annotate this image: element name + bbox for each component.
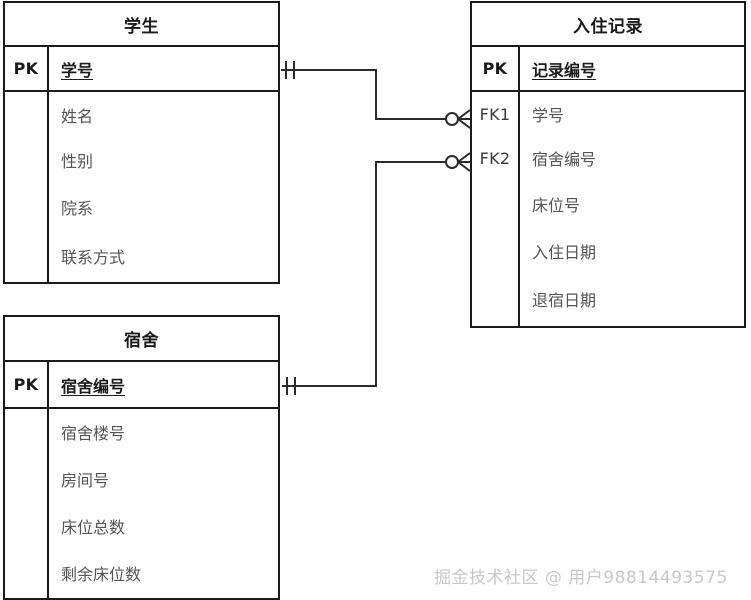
cardinality-zero-or-many-icon bbox=[445, 152, 471, 172]
entity-dormitory-key-divider bbox=[47, 362, 49, 598]
entity-student-attr-section: 姓名 性别 院系 联系方式 bbox=[5, 92, 278, 280]
table-row[interactable]: 床位总数 bbox=[5, 502, 278, 549]
row-key-label: PK bbox=[13, 59, 39, 78]
entity-checkin-record[interactable]: 入住记录 PK 记录编号 FK1 学号 FK2 宿舍编号 bbox=[470, 1, 746, 328]
entity-dormitory-attr-section: 宿舍楼号 房间号 床位总数 剩余床位数 bbox=[5, 409, 278, 596]
row-field-name: 姓名 bbox=[61, 106, 94, 126]
table-row[interactable]: 性别 bbox=[5, 137, 278, 183]
table-row[interactable]: 联系方式 bbox=[5, 231, 278, 280]
row-field-name: 房间号 bbox=[61, 470, 110, 490]
entity-dormitory-title: 宿舍 bbox=[5, 317, 278, 362]
row-key-label: PK bbox=[13, 375, 39, 394]
row-field-name: 入住日期 bbox=[532, 243, 597, 262]
row-key-label: FK2 bbox=[479, 148, 511, 168]
entity-checkin-record-pk-section: PK 记录编号 bbox=[472, 47, 744, 92]
entity-dormitory[interactable]: 宿舍 PK 宿舍编号 宿舍楼号 房间号 床 bbox=[3, 315, 280, 600]
relationship-student-to-checkin[interactable] bbox=[281, 61, 471, 129]
row-field-name: 记录编号 bbox=[532, 60, 597, 80]
row-field-name: 学号 bbox=[532, 106, 565, 125]
table-row[interactable]: PK 记录编号 bbox=[472, 47, 744, 90]
row-key-label: PK bbox=[482, 59, 508, 78]
entity-checkin-record-attr-section: FK1 学号 FK2 宿舍编号 床位号 入住日期 退宿日期 bbox=[472, 92, 744, 324]
row-field-name: 宿舍编号 bbox=[61, 376, 126, 396]
entity-student-key-divider bbox=[47, 47, 49, 282]
row-field-name: 性别 bbox=[61, 152, 94, 171]
table-row[interactable]: 宿舍楼号 bbox=[5, 409, 278, 455]
table-row[interactable]: 剩余床位数 bbox=[5, 549, 278, 596]
row-key-label: FK1 bbox=[479, 104, 511, 124]
watermark-text: 掘金技术社区 @ 用户98814493575 bbox=[434, 568, 728, 588]
entity-student-title: 学生 bbox=[5, 3, 278, 47]
row-field-name: 床位总数 bbox=[61, 517, 126, 537]
row-field-name: 联系方式 bbox=[61, 247, 126, 267]
table-row[interactable]: 院系 bbox=[5, 183, 278, 231]
table-row[interactable]: 姓名 bbox=[5, 92, 278, 137]
table-row[interactable]: FK1 学号 bbox=[472, 92, 744, 136]
table-row[interactable]: 退宿日期 bbox=[472, 275, 744, 322]
entity-checkin-record-key-divider bbox=[518, 47, 520, 326]
row-field-name: 剩余床位数 bbox=[61, 564, 142, 584]
row-field-name: 院系 bbox=[61, 199, 94, 218]
cardinality-zero-or-many-icon bbox=[445, 109, 471, 129]
cardinality-one-and-only-one-icon bbox=[281, 61, 296, 79]
entity-checkin-record-title: 入住记录 bbox=[472, 3, 744, 47]
table-row[interactable]: 房间号 bbox=[5, 455, 278, 502]
row-field-name: 床位号 bbox=[532, 195, 581, 215]
entity-student[interactable]: 学生 PK 学号 姓名 性别 院系 bbox=[3, 1, 280, 284]
table-row[interactable]: FK2 宿舍编号 bbox=[472, 136, 744, 180]
table-row[interactable]: 入住日期 bbox=[472, 227, 744, 275]
row-field-name: 学号 bbox=[61, 60, 94, 80]
entity-dormitory-pk-section: PK 宿舍编号 bbox=[5, 362, 278, 409]
table-row[interactable]: PK 宿舍编号 bbox=[5, 362, 278, 407]
row-field-name: 退宿日期 bbox=[532, 290, 597, 310]
table-row[interactable]: PK 学号 bbox=[5, 47, 278, 90]
table-row[interactable]: 床位号 bbox=[472, 180, 744, 227]
row-field-name: 宿舍编号 bbox=[532, 150, 597, 169]
cardinality-one-and-only-one-icon bbox=[282, 377, 297, 395]
relationship-dorm-to-checkin[interactable] bbox=[282, 152, 471, 395]
row-field-name: 宿舍楼号 bbox=[61, 424, 126, 443]
entity-student-pk-section: PK 学号 bbox=[5, 47, 278, 92]
